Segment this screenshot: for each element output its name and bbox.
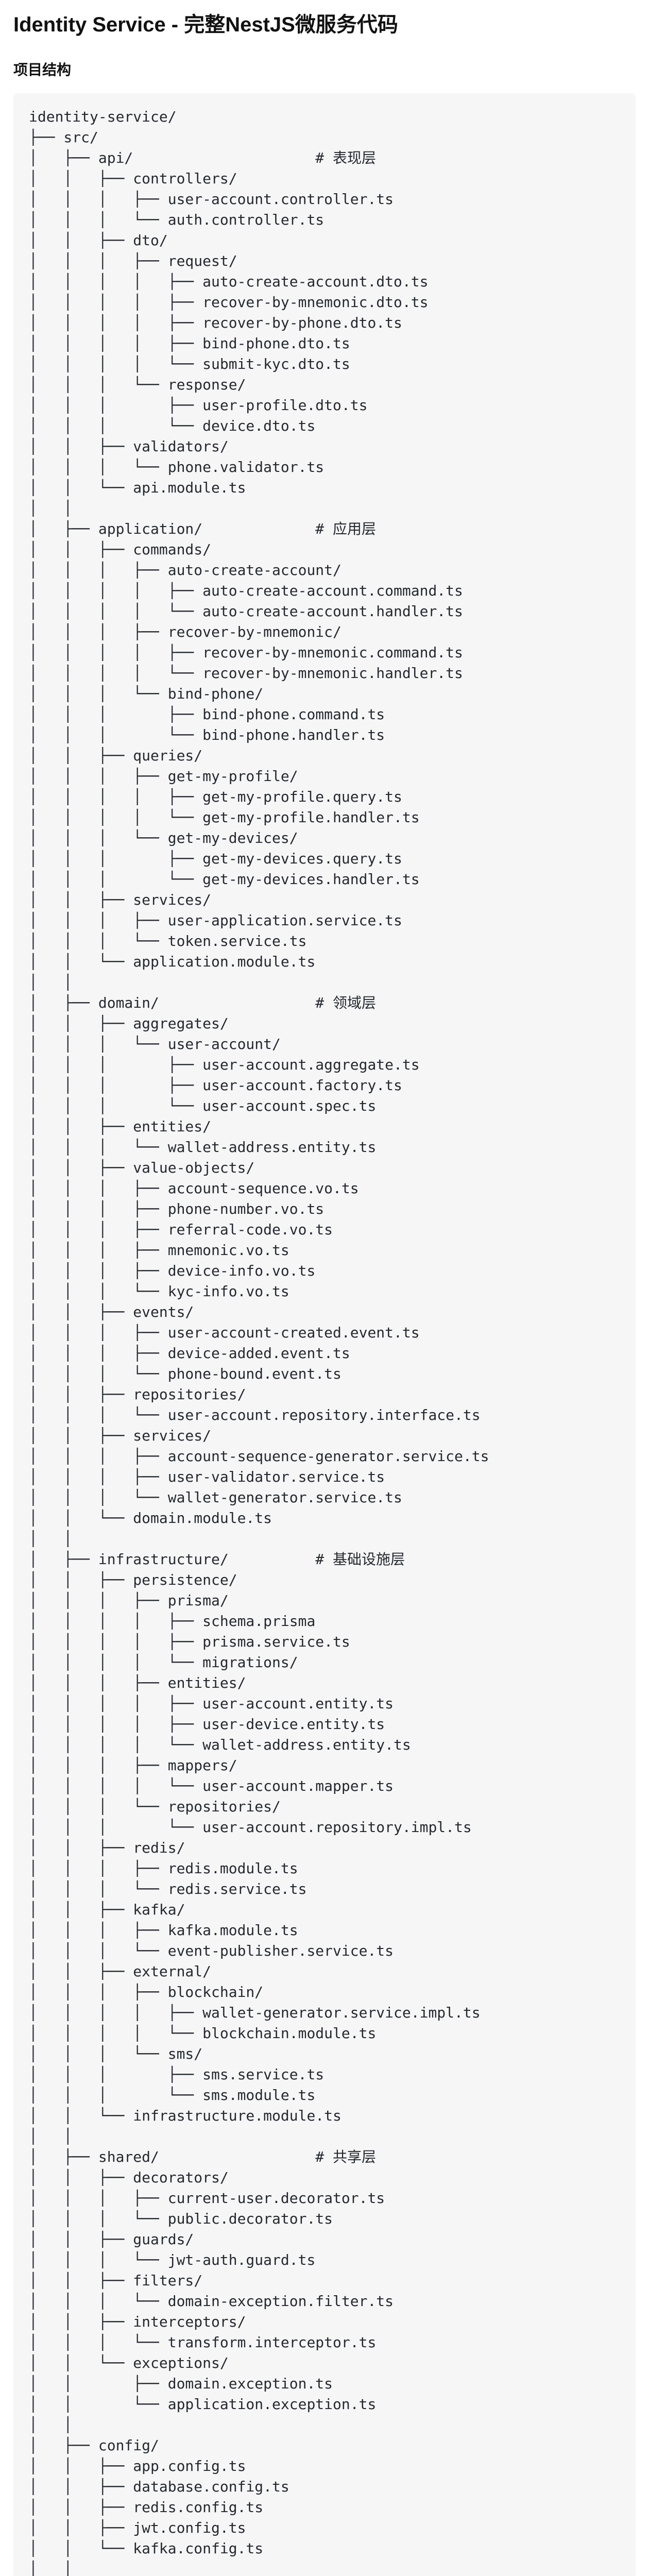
section-heading-project-structure: 项目结构 (13, 62, 72, 78)
code-block: identity-service/ ├── src/ │ ├── api/ # … (13, 93, 636, 2576)
file-tree: identity-service/ ├── src/ │ ├── api/ # … (29, 108, 489, 2576)
page-title: Identity Service - 完整NestJS微服务代码 (13, 13, 398, 36)
